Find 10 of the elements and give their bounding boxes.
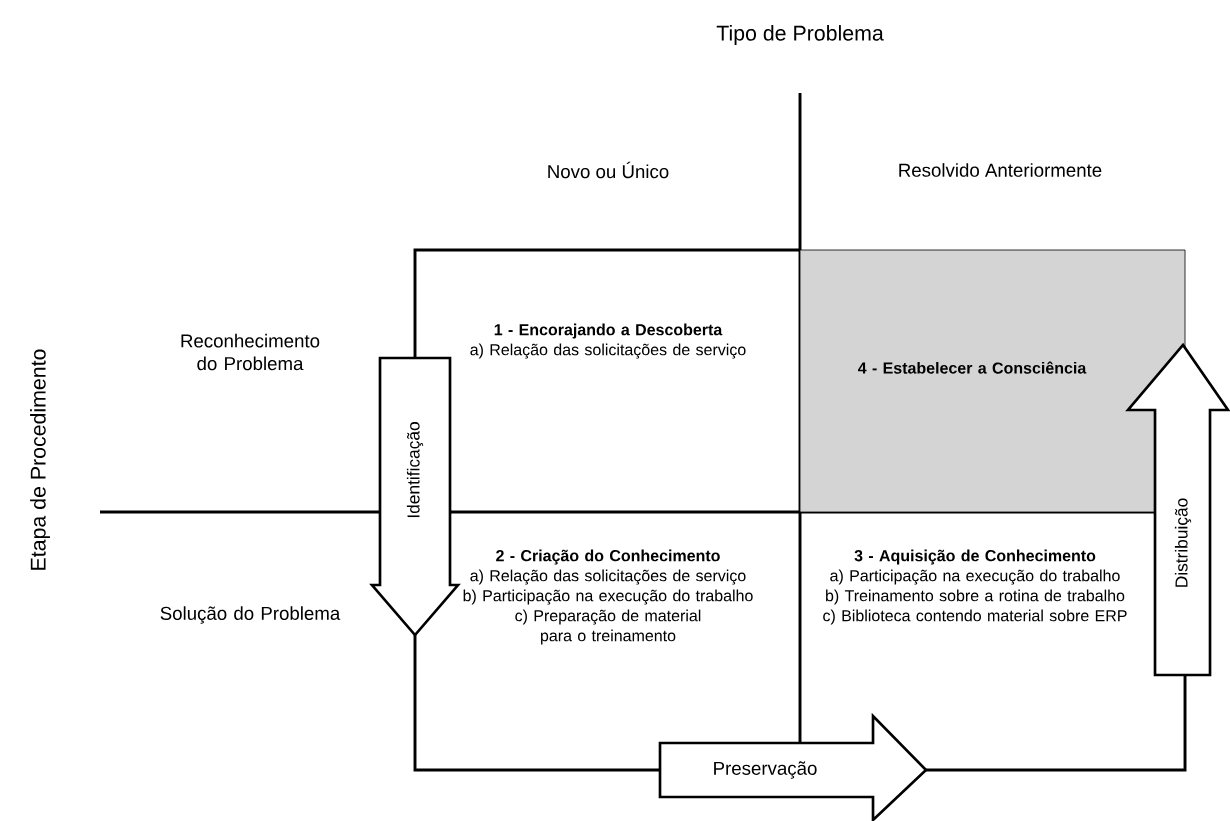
node-label: Preservação (714, 761, 817, 779)
row-heading: Reconhecimento do Problema (181, 333, 320, 371)
axis-title: Tipo de Problema (716, 25, 884, 45)
column-heading: Resolvido Anteriormente (899, 163, 1102, 177)
quadrant-text: 3 - Aquisição de Conhecimento a) Participação na execução do trabalho b) Treinamento sobre a rotina de trabalho c) Biblioteca contendo material sobre ERP (823, 549, 1127, 625)
quadrant-text: 1 - Encorajando a Descoberta a) Relação das solicitações de serviço (470, 323, 746, 359)
axis-title: Etapa de Procedimento (30, 349, 50, 570)
column-heading: Novo ou Único (548, 161, 669, 179)
row-heading: Solução do Problema (160, 606, 341, 624)
quadrant-text: 2 - Criação do Conhecimento a) Relação das solicitações de serviço b) Participação na execução do trabalho c) Preparação de material para o treinamento (463, 549, 753, 645)
